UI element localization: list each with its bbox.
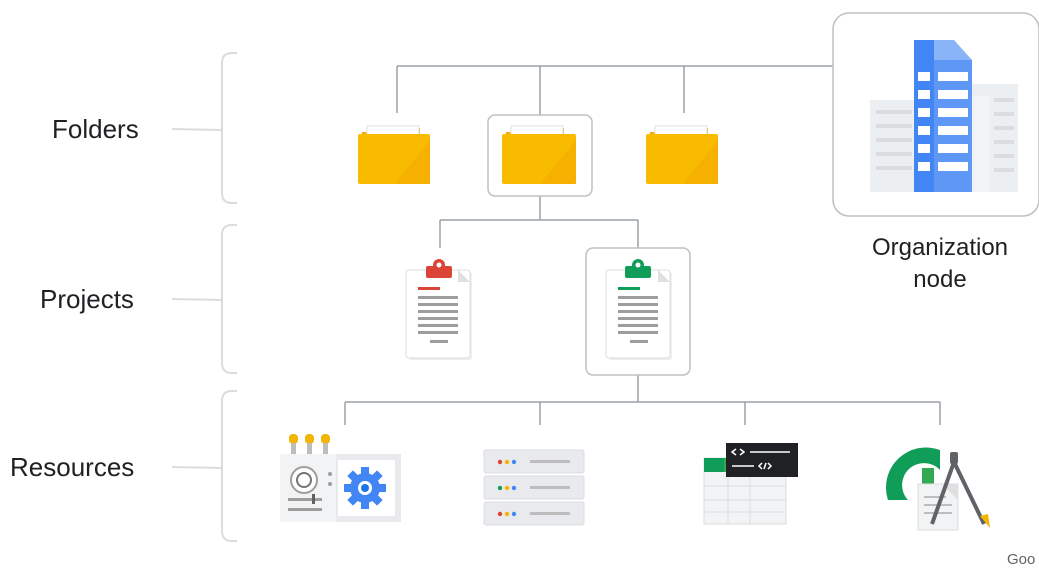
watermark-text: Goo: [1007, 551, 1036, 568]
organization-node-label: Organization node: [850, 232, 1030, 296]
projects-bracket: [221, 224, 237, 374]
resources-label: Resources: [10, 452, 135, 482]
server-rack-icon: [483, 449, 585, 526]
projects-label: Projects: [40, 284, 134, 314]
code-editor-icon: [703, 443, 798, 525]
clipboard-green-icon: [605, 259, 672, 360]
level-brackets: [171, 52, 237, 542]
folder-icon: [358, 125, 430, 184]
folder-icon: [502, 125, 576, 184]
connector-lines: [344, 65, 941, 425]
folders-bracket: [221, 52, 237, 204]
resources-pointer: [171, 466, 223, 469]
folder-icon: [646, 125, 718, 184]
resources-bracket: [221, 390, 237, 542]
organization-label-line2: node: [913, 266, 967, 293]
building-icon: [870, 40, 1018, 192]
compute-engine-icon: [280, 434, 401, 522]
projects-pointer: [171, 298, 223, 301]
folders-pointer: [171, 128, 223, 131]
folders-label: Folders: [52, 114, 139, 144]
design-tools-icon: [885, 447, 990, 531]
organization-label-line1: Organization: [871, 234, 1009, 261]
clipboard-red-icon: [405, 259, 472, 360]
